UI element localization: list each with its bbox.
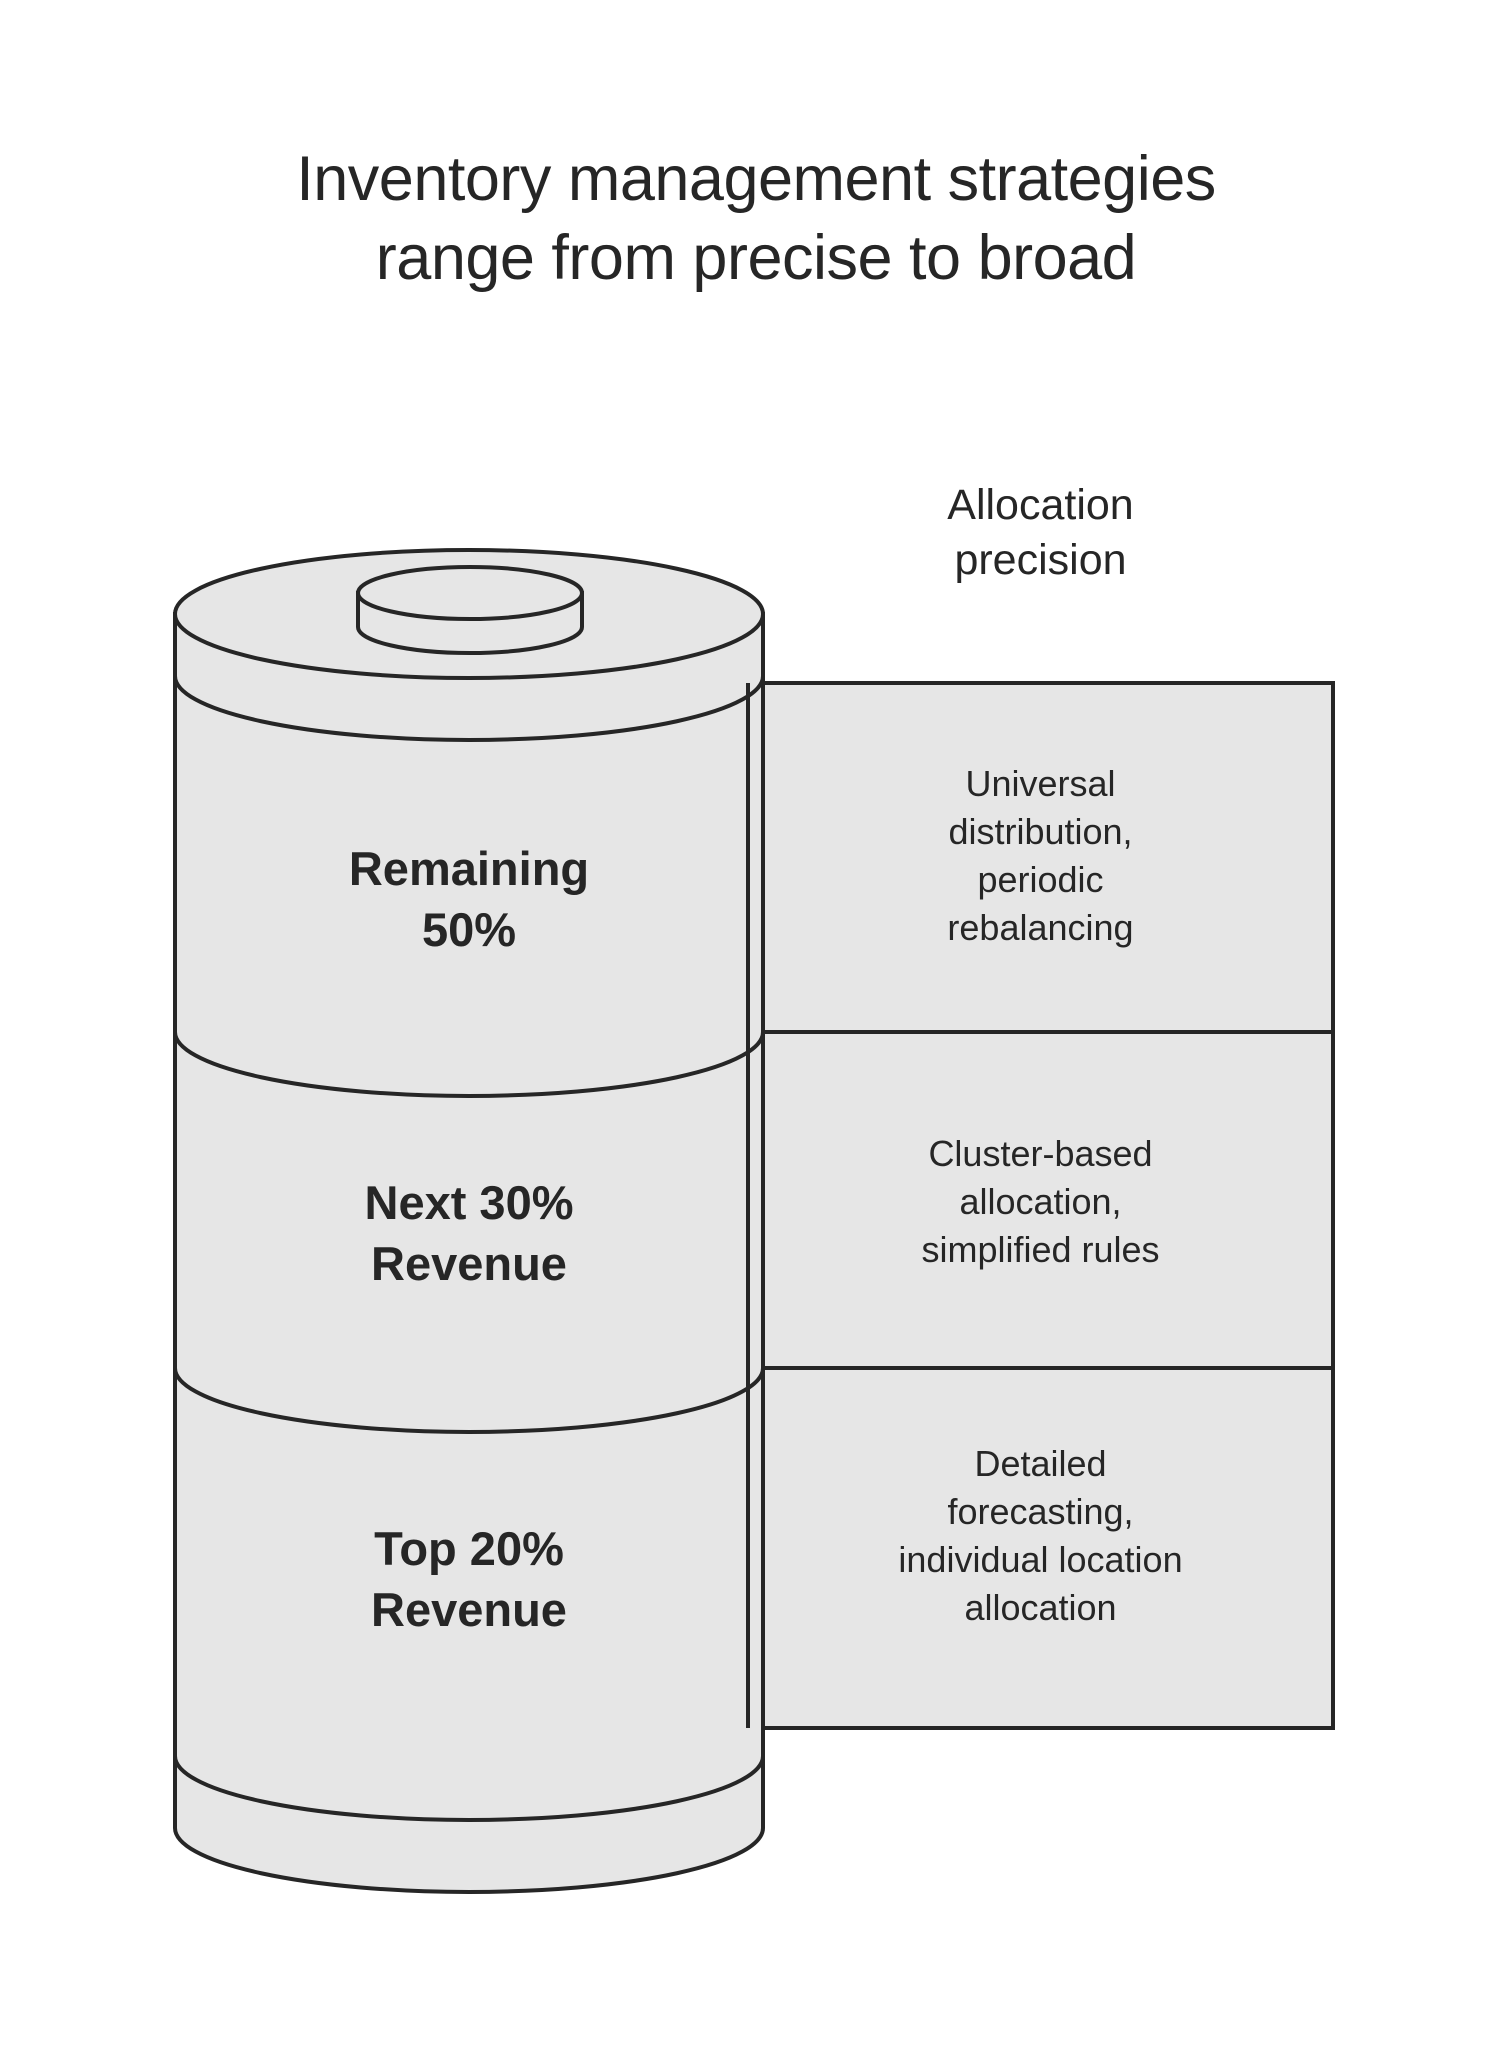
segment-label-line-2: Revenue xyxy=(371,1237,567,1291)
panel-box-1 xyxy=(688,1030,1335,1370)
panel-line: simplified rules xyxy=(921,1228,1160,1270)
panel-line: allocation xyxy=(964,1586,1117,1628)
segment-label-line-2: Revenue xyxy=(371,1583,567,1637)
cylinder-bottom-rim xyxy=(173,1755,765,1822)
panel-line: forecasting, xyxy=(947,1490,1134,1532)
cylinder-cap xyxy=(356,565,584,655)
cylinder-segment-label-next-30: Next 30% Revenue xyxy=(175,1172,763,1294)
segment-label-line-2: 50% xyxy=(421,903,517,957)
cap-top-ellipse xyxy=(356,565,584,621)
cylinder-segment-label-remaining-50: Remaining 50% xyxy=(175,838,763,960)
panel-line: Universal xyxy=(965,763,1116,804)
allocation-precision-header: Allocation precision xyxy=(748,478,1333,588)
panel-text-universal: Universal distribution, periodic rebalan… xyxy=(748,760,1333,952)
panel-box-2 xyxy=(688,1366,1335,1730)
title-line-1: Inventory management strategies xyxy=(296,144,1216,214)
segment-label-line-1: Remaining xyxy=(348,842,590,895)
panel-line: Detailed xyxy=(974,1443,1107,1484)
page-title: Inventory management strategies range fr… xyxy=(0,140,1512,298)
panel-boxes xyxy=(688,681,1335,1730)
cylinder-shoulder-rim xyxy=(173,675,765,742)
title-line-2: range from precise to broad xyxy=(375,222,1137,293)
segment-divider-0 xyxy=(173,1031,765,1098)
segment-divider-1 xyxy=(173,1367,765,1434)
panel-line: periodic xyxy=(977,858,1104,900)
cylinder-barrel xyxy=(173,612,765,1894)
cylinder-body xyxy=(173,548,765,1894)
panel-line: allocation, xyxy=(959,1180,1122,1222)
panel-line: individual location xyxy=(898,1538,1183,1580)
segment-label-line-1: Next 30% xyxy=(364,1176,574,1229)
segment-label-line-1: Top 20% xyxy=(374,1522,564,1575)
panel-line: distribution, xyxy=(948,810,1133,852)
cylinder-segment-label-top-20: Top 20% Revenue xyxy=(175,1518,763,1640)
panel-box-0 xyxy=(688,681,1335,1034)
panel-line: rebalancing xyxy=(947,906,1134,948)
panel-text-cluster: Cluster-based allocation, simplified rul… xyxy=(748,1130,1333,1274)
panel-line: Cluster-based xyxy=(928,1133,1153,1174)
column-header-line-2: precision xyxy=(954,536,1127,585)
panel-text-detailed: Detailed forecasting, individual locatio… xyxy=(748,1440,1333,1632)
column-header-line-1: Allocation xyxy=(947,481,1134,529)
